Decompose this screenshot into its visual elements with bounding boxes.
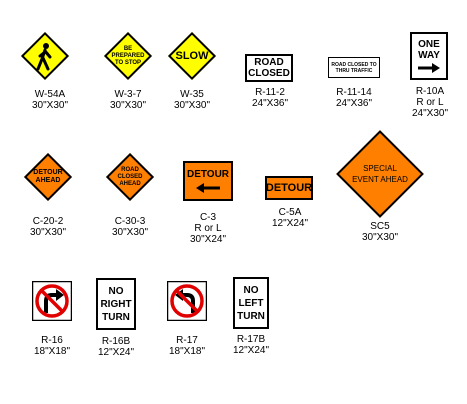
w54a-caption: W-54A 30"X30" xyxy=(30,89,70,111)
r17b-caption: R-17B 12"X24" xyxy=(229,334,273,356)
sign-code: R-16 xyxy=(41,335,63,346)
no-right-turn-sign: NO RIGHT TURN xyxy=(96,278,136,330)
sign-code: R-17B xyxy=(236,334,266,345)
sign-code: R-10A xyxy=(415,86,445,97)
detour-arrow-sign: DETOUR xyxy=(183,161,233,201)
sign-size: 30"X24" xyxy=(189,234,226,245)
sign-size: 30"X30" xyxy=(111,227,148,238)
sign-size: 24"X30" xyxy=(411,108,448,119)
sign-code: W-54A xyxy=(34,89,66,100)
sign-variant: R or L xyxy=(194,223,222,234)
c202-caption: C-20-2 30"X30" xyxy=(28,216,68,238)
r16b-caption: R-16B 12"X24" xyxy=(94,336,138,358)
sign-code: W-3-7 xyxy=(114,89,142,100)
sign-code: C-30-3 xyxy=(114,216,146,227)
no-right-turn-symbol-sign xyxy=(32,281,72,321)
c5a-caption: C-5A 12"X24" xyxy=(268,207,312,229)
w35-caption: W-35 30"X30" xyxy=(172,89,212,111)
special-event-ahead-text: SPECIAL EVENT AHEAD xyxy=(352,164,408,184)
sign-code: C-3 xyxy=(199,212,217,223)
sign-size: 24"X36" xyxy=(251,98,288,109)
sign-size: 18"X18" xyxy=(168,346,205,357)
sign-size: 12"X24" xyxy=(97,347,134,358)
road-closed-thru-traffic-sign: ROAD CLOSED TO THRU TRAFFIC xyxy=(328,57,380,78)
sign-size: 30"X30" xyxy=(361,232,398,243)
c3-caption: C-3 R or L 30"X24" xyxy=(186,212,230,245)
w37-caption: W-3-7 30"X30" xyxy=(108,89,148,111)
one-way-text: ONE WAY xyxy=(418,39,440,61)
one-way-sign: ONE WAY xyxy=(410,32,448,80)
sign-code: C-20-2 xyxy=(32,216,64,227)
be-prepared-to-stop-text: BE PREPARED TO STOP xyxy=(111,45,145,66)
r10a-caption: R-10A R or L 24"X30" xyxy=(408,86,452,119)
sign-size: 24"X36" xyxy=(335,98,372,109)
road-closed-sign: ROAD CLOSED xyxy=(245,54,293,82)
c303-caption: C-30-3 30"X30" xyxy=(110,216,150,238)
sign-size: 12"X24" xyxy=(232,345,269,356)
detour-text: DETOUR xyxy=(186,169,230,180)
sign-code: R-17 xyxy=(176,335,198,346)
sign-code: R-11-2 xyxy=(255,87,285,98)
r17-caption: R-17 18"X18" xyxy=(164,335,210,357)
pedestrian-icon xyxy=(36,43,52,71)
r16-caption: R-16 18"X18" xyxy=(29,335,75,357)
sign-code: R-16B xyxy=(101,336,131,347)
sign-size: 30"X30" xyxy=(29,227,66,238)
detour-sign: DETOUR xyxy=(265,176,313,200)
detour-ahead-text: DETOUR AHEAD xyxy=(33,169,63,184)
road-closed-ahead-text: ROAD CLOSED AHEAD xyxy=(117,166,143,187)
sc5-caption: SC5 30"X30" xyxy=(358,221,402,243)
slow-text: SLOW xyxy=(175,50,209,62)
r1114-caption: R-11-14 24"X36" xyxy=(332,87,376,109)
sign-code: W-35 xyxy=(180,89,204,100)
arrow-left-icon xyxy=(196,183,220,193)
sign-size: 30"X30" xyxy=(31,100,68,111)
no-left-turn-symbol-sign xyxy=(167,281,207,321)
sign-size: 18"X18" xyxy=(33,346,70,357)
sign-size: 12"X24" xyxy=(271,218,308,229)
sign-variant: R or L xyxy=(416,97,444,108)
r112-caption: R-11-2 24"X36" xyxy=(248,87,292,109)
arrow-right-icon xyxy=(418,63,440,73)
sign-code: C-5A xyxy=(278,207,302,218)
no-left-turn-sign: NO LEFT TURN xyxy=(233,277,269,329)
sign-size: 30"X30" xyxy=(109,100,146,111)
sign-size: 30"X30" xyxy=(173,100,210,111)
sign-code: SC5 xyxy=(370,221,390,232)
sign-code: R-11-14 xyxy=(336,87,372,98)
